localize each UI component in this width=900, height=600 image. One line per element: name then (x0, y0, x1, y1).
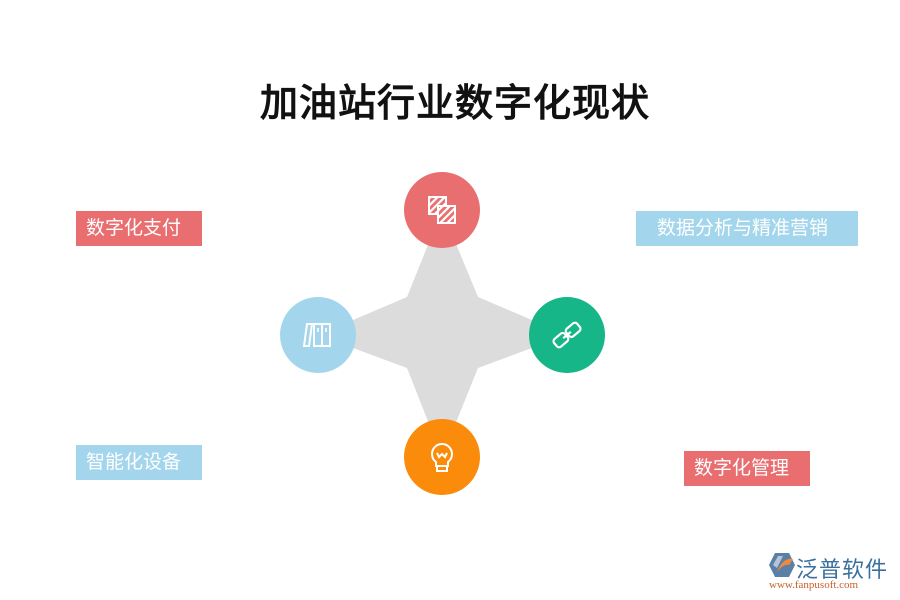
watermark-logo: 泛普软件 www.fanpusoft.com (766, 552, 896, 596)
watermark-brand: 泛普软件 (796, 558, 889, 583)
hatched-squares-icon (428, 196, 456, 224)
page-title: 加油站行业数字化现状 (259, 81, 650, 125)
label-digital-payment: 数字化支付 (76, 211, 202, 246)
label-smart-equipment: 智能化设备 (76, 445, 202, 480)
node-right (529, 297, 605, 373)
fanpu-logo-icon (769, 553, 795, 577)
node-top (404, 172, 480, 248)
link-icon (552, 321, 582, 349)
label-digital-management: 数字化管理 (684, 451, 810, 486)
node-bottom (404, 419, 480, 495)
node-left (280, 297, 356, 373)
watermark-url: www.fanpusoft.com (769, 579, 859, 591)
lightbulb-icon (431, 443, 453, 472)
books-icon (302, 323, 331, 347)
label-data-analysis-marketing: 数据分析与精准营销 (636, 211, 858, 246)
